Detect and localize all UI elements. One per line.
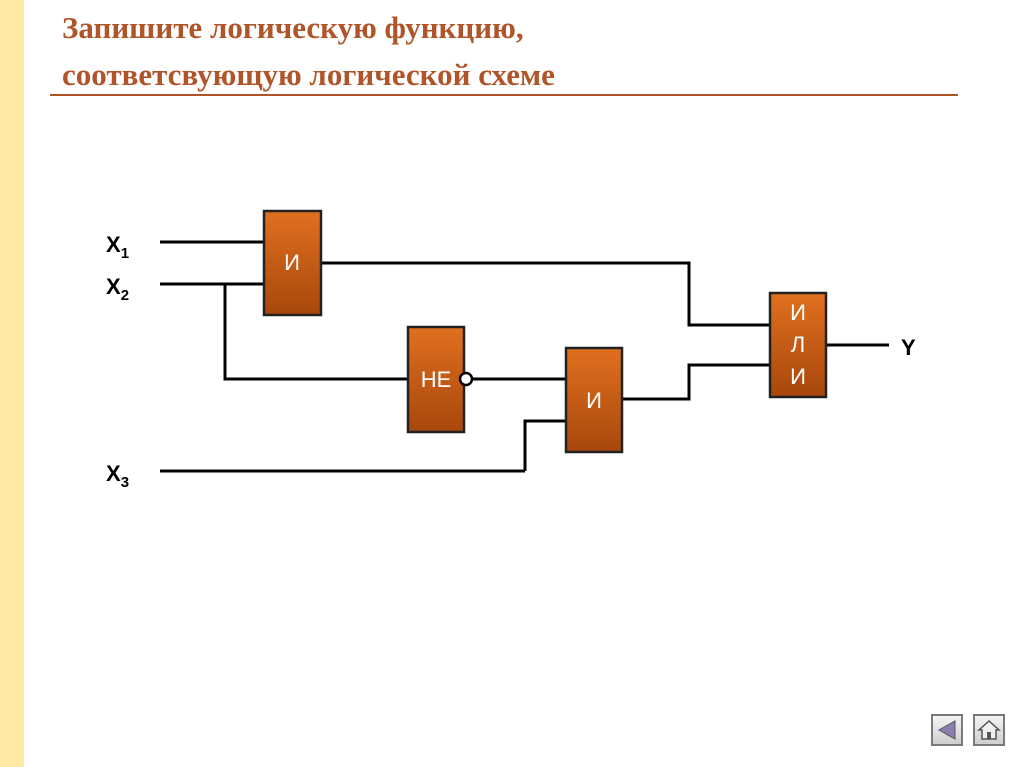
wire-x2-to-not (223, 284, 408, 381)
wires (160, 240, 889, 473)
title-underline (50, 94, 958, 96)
slide-title: Запишите логическую функцию, соответсвую… (62, 4, 962, 98)
input-x2-label: X2 (106, 274, 129, 304)
back-button[interactable] (931, 714, 963, 746)
home-button[interactable] (973, 714, 1005, 746)
back-arrow-icon (937, 720, 956, 740)
not-gate: НЕ (406, 325, 474, 434)
output-y-label: Y (901, 335, 916, 360)
and-gate-top: И (262, 209, 323, 317)
or-gate-label-1: И (790, 300, 806, 325)
wire-and-bottom-to-or (622, 363, 770, 401)
inversion-bubble-icon (458, 371, 474, 387)
title-line-2: соответсвующую логической схеме (62, 57, 555, 92)
wire-x3-to-and (523, 419, 566, 471)
input-x1-label: X1 (106, 232, 129, 262)
and-gate-top-label: И (284, 250, 300, 275)
and-gate-bottom: И (564, 346, 624, 454)
input-x3-label: X3 (106, 461, 129, 491)
and-gate-bottom-label: И (586, 388, 602, 413)
or-gate: И Л И (768, 291, 828, 399)
wire-and-top-to-or (321, 261, 770, 327)
side-stripe (0, 0, 24, 767)
home-icon (977, 719, 1001, 740)
or-gate-label-3: И (790, 364, 806, 389)
or-gate-label-2: Л (791, 332, 805, 357)
title-line-1: Запишите логическую функцию, (62, 10, 524, 45)
not-gate-label: НЕ (421, 367, 452, 392)
